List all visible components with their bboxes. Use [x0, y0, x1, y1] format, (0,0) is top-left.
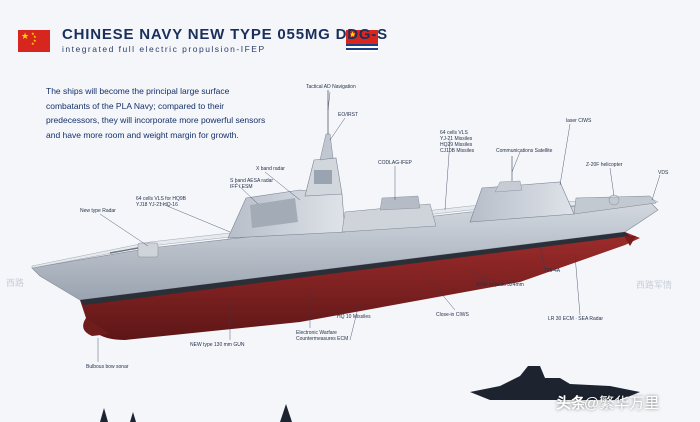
page-subtitle: integrated full electric propulsion-IFEP — [62, 44, 266, 54]
callout-lr-radar: LR 30 ECM · SEA Radar — [548, 316, 604, 322]
callout-hq10: HQ 10 Missiles — [337, 314, 371, 320]
callout-laser-ciws: laser CIWS — [566, 118, 592, 124]
callout-lines — [97, 91, 661, 362]
callout-x-band: X band radar — [256, 166, 285, 172]
watermark-left: 西路 — [6, 278, 25, 288]
intro-paragraph: The ships will become the principal larg… — [46, 86, 266, 140]
callout-ew: Electronic Warfare Countermeasures ECM — [296, 330, 349, 342]
hull-bottom — [80, 232, 640, 340]
credit-prefix: 头条 — [556, 395, 587, 412]
china-flag-icon: ★ ★ ★ ★ ★ — [18, 30, 50, 52]
navy-flag-icon: ★ — [346, 30, 378, 52]
callout-ad-radar: Tactical AD Navigation — [306, 84, 356, 90]
callout-codlag: CODLAG-IFEP — [378, 160, 412, 166]
main-gun — [137, 242, 159, 258]
callout-bow-radar: New type Radar — [80, 208, 116, 214]
callout-vds: VDS — [658, 170, 669, 176]
callout-ciws: Close-in CIWS — [436, 312, 469, 318]
callout-vls-48: 64 cells VLS YJ-21 Missiles HQ29 Missile… — [440, 130, 475, 154]
callout-eo-sensor: EO/IRST — [338, 112, 359, 118]
callout-ssm: 726-4A — [544, 268, 561, 274]
callout-main-gun: NEW type 130 mm GUN — [190, 342, 245, 348]
credit-author: @繁华万里 — [584, 395, 660, 412]
callout-vls-64: 64 cells VLS for HQ9B YJ18 YJ-21 HQ-16 — [136, 196, 187, 208]
midship-deckhouse — [341, 203, 437, 233]
callout-asw-torpedo: ASW torpedo 324mm — [476, 282, 524, 288]
callout-helicopter: Z-20F helicopter — [586, 162, 623, 168]
callout-bulbous-sonar: Bulbous bow sonar — [86, 364, 129, 370]
page-title: CHINESE NAVY NEW TYPE 055MG DDG-S — [62, 26, 388, 43]
ship-silhouette — [470, 366, 640, 400]
callout-comm-sat: Communications Satellite — [496, 148, 553, 154]
callout-s-band: S band AESA radar IFF / ESM — [230, 178, 274, 190]
watermark-right: 西路军情 — [636, 280, 673, 290]
